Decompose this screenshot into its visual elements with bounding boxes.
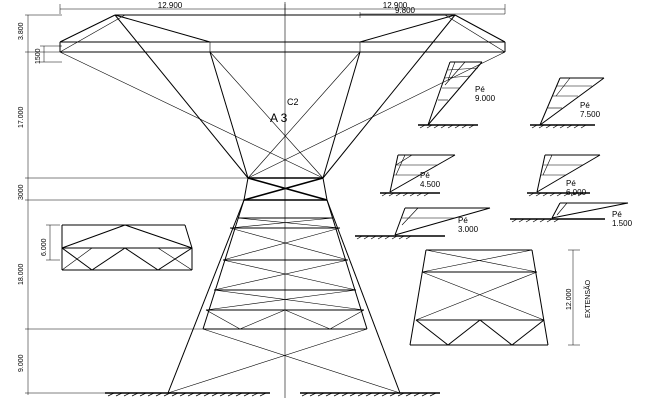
- tower-crossarm: [59, 14, 506, 53]
- leg-5-label: Pé: [458, 216, 468, 225]
- left-dim-5: 18.000: [18, 263, 25, 285]
- leg-detail-5: Pé 3.000: [355, 207, 491, 240]
- panel-right-detail: 12.000 EXTENSÃO: [409, 249, 592, 346]
- panel-right-dim: 12.000: [566, 288, 573, 310]
- leg-2-label: Pé: [580, 101, 590, 110]
- leg-3-label: Pé: [420, 171, 430, 180]
- left-dim-2: 1500: [35, 48, 42, 64]
- tower-neck: [243, 177, 328, 201]
- leg-4-label: Pé: [566, 179, 576, 188]
- leg-4-value: 6.000: [566, 188, 587, 197]
- left-dimensions: 3.800 1500 17.000 3000 18.000 9.000: [18, 14, 250, 395]
- ground-hatch: [105, 392, 440, 397]
- tower-waist: [59, 14, 506, 179]
- tower-type: A 3: [270, 111, 288, 125]
- top-dim-left: 12.900: [158, 1, 183, 10]
- leg-detail-1: Pé 9.000: [418, 61, 496, 129]
- tower-body: [167, 199, 401, 394]
- left-dim-1: 3.800: [18, 22, 25, 40]
- panel-right-label: EXTENSÃO: [583, 279, 592, 318]
- leg-1-value: 9.000: [475, 94, 496, 103]
- leg-detail-2: Pé 7.500: [530, 77, 605, 129]
- leg-5-value: 3.000: [458, 225, 479, 234]
- leg-6-label: Pé: [612, 210, 622, 219]
- leg-2-value: 7.500: [580, 110, 601, 119]
- panel-left-detail: 6.000: [41, 224, 193, 271]
- leg-6-value: 1.500: [612, 219, 633, 228]
- top-dim-inner: 9.800: [395, 6, 416, 15]
- leg-detail-3: Pé 4.500: [380, 154, 456, 197]
- top-dim-right: 12.900: [383, 1, 408, 10]
- leg-1-label: Pé: [475, 85, 485, 94]
- panel-left-dim: 6.000: [41, 238, 48, 256]
- left-dim-3: 17.000: [18, 106, 25, 128]
- top-dimensions: 12.900 12.900 9.800: [59, 1, 506, 18]
- leg-3-value: 4.500: [420, 180, 441, 189]
- leg-detail-4: Pé 6.000: [527, 154, 601, 197]
- left-dim-4: 3000: [18, 184, 25, 200]
- tower-code: C2: [287, 97, 299, 107]
- left-dim-6: 9.000: [18, 354, 25, 372]
- leg-detail-6: Pé 1.500: [510, 202, 633, 228]
